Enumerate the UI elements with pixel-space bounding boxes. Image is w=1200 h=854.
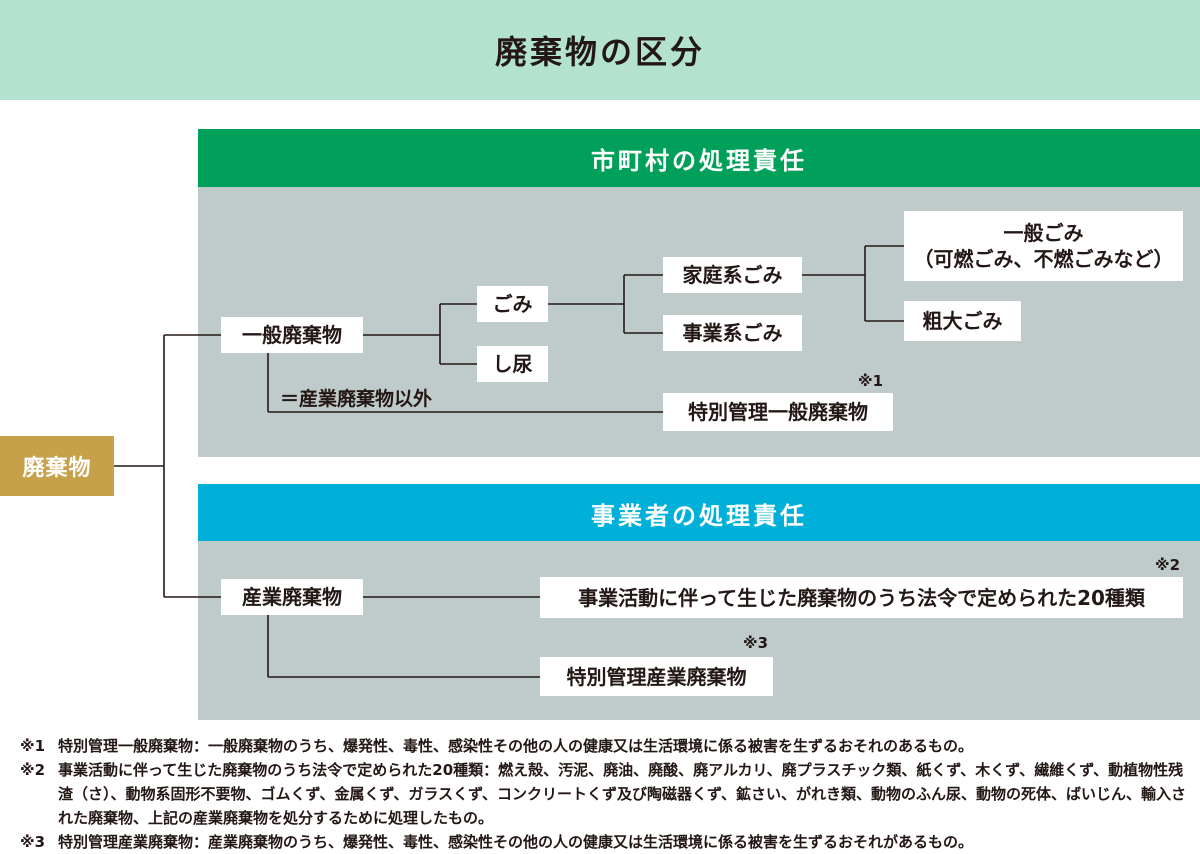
note-mark-1: ※1 — [858, 372, 884, 390]
special-industrial-waste-node: 特別管理産業廃棄物 — [540, 657, 773, 696]
footnote-3: ※3 特別管理産業廃棄物：産業廃棄物のうち、爆発性、毒性、感染性その他の人の健康… — [20, 830, 1190, 854]
footnote-2: ※2 事業活動に伴って生じた廃棄物のうち法令で定められた20種類：燃え殻、汚泥、… — [20, 758, 1190, 830]
page-title: 廃棄物の区分 — [0, 0, 1200, 100]
footnote-2-id: ※2 — [20, 761, 46, 779]
note-mark-3: ※3 — [743, 634, 769, 652]
footnote-2-text: 事業活動に伴って生じた廃棄物のうち法令で定められた20種類：燃え殻、汚泥、廃油、… — [58, 761, 1187, 827]
footnote-1-id: ※1 — [20, 737, 46, 755]
general-garbage-examples: （可燃ごみ、不燃ごみなど） — [913, 247, 1174, 271]
footnote-3-id: ※3 — [20, 833, 46, 851]
general-waste-node: 一般廃棄物 — [221, 317, 363, 353]
note-mark-2: ※2 — [1155, 556, 1181, 574]
night-soil-node: し尿 — [477, 346, 548, 382]
bulky-garbage-node: 粗大ごみ — [904, 301, 1021, 341]
except-industrial-label: ＝産業廃棄物以外 — [280, 388, 433, 410]
footnote-3-text: 特別管理産業廃棄物：産業廃棄物のうち、爆発性、毒性、感染性その他の人の健康又は生… — [58, 833, 974, 851]
household-garbage-node: 家庭系ごみ — [663, 257, 802, 293]
business-responsibility-header: 事業者の処理責任 — [198, 484, 1200, 542]
general-garbage-label: 一般ごみ — [1003, 221, 1084, 245]
municipal-responsibility-header: 市町村の処理責任 — [198, 129, 1200, 187]
footnote-1-text: 特別管理一般廃棄物：一般廃棄物のうち、爆発性、毒性、感染性その他の人の健康又は生… — [58, 737, 974, 755]
footnotes: ※1 特別管理一般廃棄物：一般廃棄物のうち、爆発性、毒性、感染性その他の人の健康… — [20, 734, 1190, 854]
waste-root-node: 廃棄物 — [0, 436, 114, 496]
industrial-waste-node: 産業廃棄物 — [221, 579, 363, 615]
business-garbage-node: 事業系ごみ — [663, 315, 802, 351]
garbage-node: ごみ — [477, 286, 548, 322]
footnote-1: ※1 特別管理一般廃棄物：一般廃棄物のうち、爆発性、毒性、感染性その他の人の健康… — [20, 734, 1190, 758]
special-general-waste-node: 特別管理一般廃棄物 — [663, 393, 893, 431]
general-garbage-node: 一般ごみ （可燃ごみ、不燃ごみなど） — [904, 211, 1183, 281]
twenty-types-node: 事業活動に伴って生じた廃棄物のうち法令で定められた20種類 — [540, 577, 1183, 618]
